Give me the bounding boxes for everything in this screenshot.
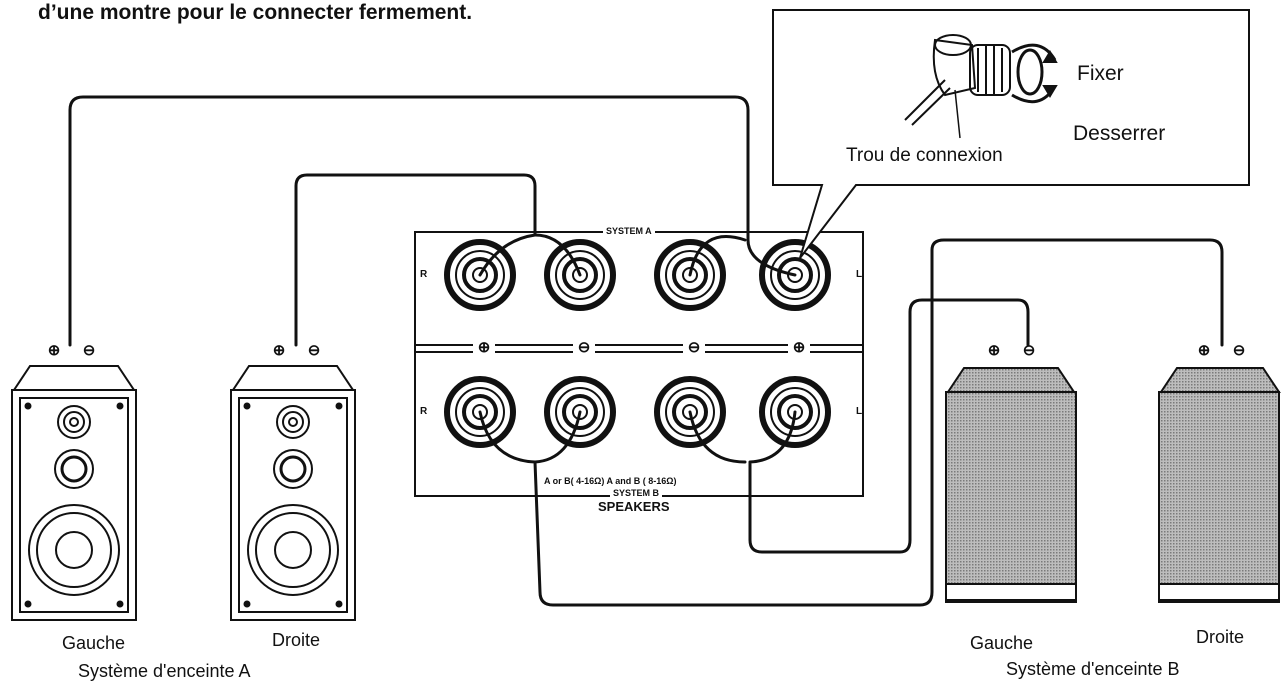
cable-b-left-plus: [748, 298, 1030, 554]
instruction-text: d’une montre pour le connecter fermement…: [38, 1, 473, 24]
speaker-a-right: [230, 365, 356, 621]
speaker-a-left: [11, 365, 137, 621]
loosen-label: Desserrer: [1073, 122, 1166, 145]
panel-left-b: L: [856, 406, 863, 417]
minus-icon: ⊖: [307, 342, 321, 359]
panel-right-b: R: [420, 406, 428, 417]
system-b-label: SYSTEM B: [610, 489, 663, 498]
speaker-system-a-label: Système d'enceinte A: [78, 661, 251, 681]
terminal-a-4[interactable]: [759, 239, 831, 311]
panel-left-a: L: [856, 269, 863, 280]
terminal-a-2[interactable]: [544, 239, 616, 311]
plus-icon: ⊕: [47, 342, 61, 359]
minus-icon: ⊖: [1022, 342, 1036, 359]
polarity-plus-icon: ⊕: [788, 340, 810, 355]
speaker-b-left: [945, 367, 1077, 603]
panel-right-a: R: [420, 269, 428, 280]
cable-a-right-minus: [533, 233, 582, 277]
cable-a-left-minus: [688, 235, 747, 277]
tighten-label: Fixer: [1077, 62, 1124, 85]
connection-hole-label: Trou de connexion: [846, 145, 1003, 166]
speakers-label: SPEAKERS: [598, 499, 670, 514]
speaker-b-right-label: Droite: [1196, 627, 1245, 647]
minus-icon: ⊖: [1232, 342, 1246, 359]
cable-b-right-plus: [478, 238, 1224, 607]
impedance-label: A or B( 4-16Ω) A and B ( 8-16Ω): [542, 476, 679, 486]
speaker-a-left-label: Gauche: [62, 633, 126, 653]
plus-icon: ⊕: [1197, 342, 1211, 359]
system-a-label: SYSTEM A: [603, 227, 655, 236]
plus-icon: ⊕: [987, 342, 1001, 359]
speaker-system-b-label: Système d'enceinte B: [1006, 659, 1180, 679]
speaker-b-right: [1158, 367, 1281, 603]
cable-a-right-plus: [294, 173, 537, 347]
terminal-a-3[interactable]: [654, 239, 726, 311]
terminal-b-1[interactable]: [444, 376, 516, 448]
terminal-b-2[interactable]: [544, 376, 616, 448]
terminal-b-4[interactable]: [759, 376, 831, 448]
speaker-a-right-label: Droite: [272, 630, 321, 650]
cable-b-left-minus: [688, 410, 747, 464]
polarity-plus-icon: ⊕: [473, 340, 495, 355]
speaker-b-left-label: Gauche: [970, 633, 1034, 653]
plus-icon: ⊕: [272, 342, 286, 359]
minus-icon: ⊖: [82, 342, 96, 359]
terminal-a-1[interactable]: [444, 239, 516, 311]
terminal-b-3[interactable]: [654, 376, 726, 448]
terminal-detail-callout: [772, 9, 1250, 259]
cable-a-left-plus: [68, 95, 797, 347]
polarity-minus-icon: ⊖: [573, 340, 595, 355]
terminal-knob-illustration: [904, 34, 1058, 139]
cable-b-right-minus: [533, 410, 582, 464]
polarity-minus-icon: ⊖: [683, 340, 705, 355]
